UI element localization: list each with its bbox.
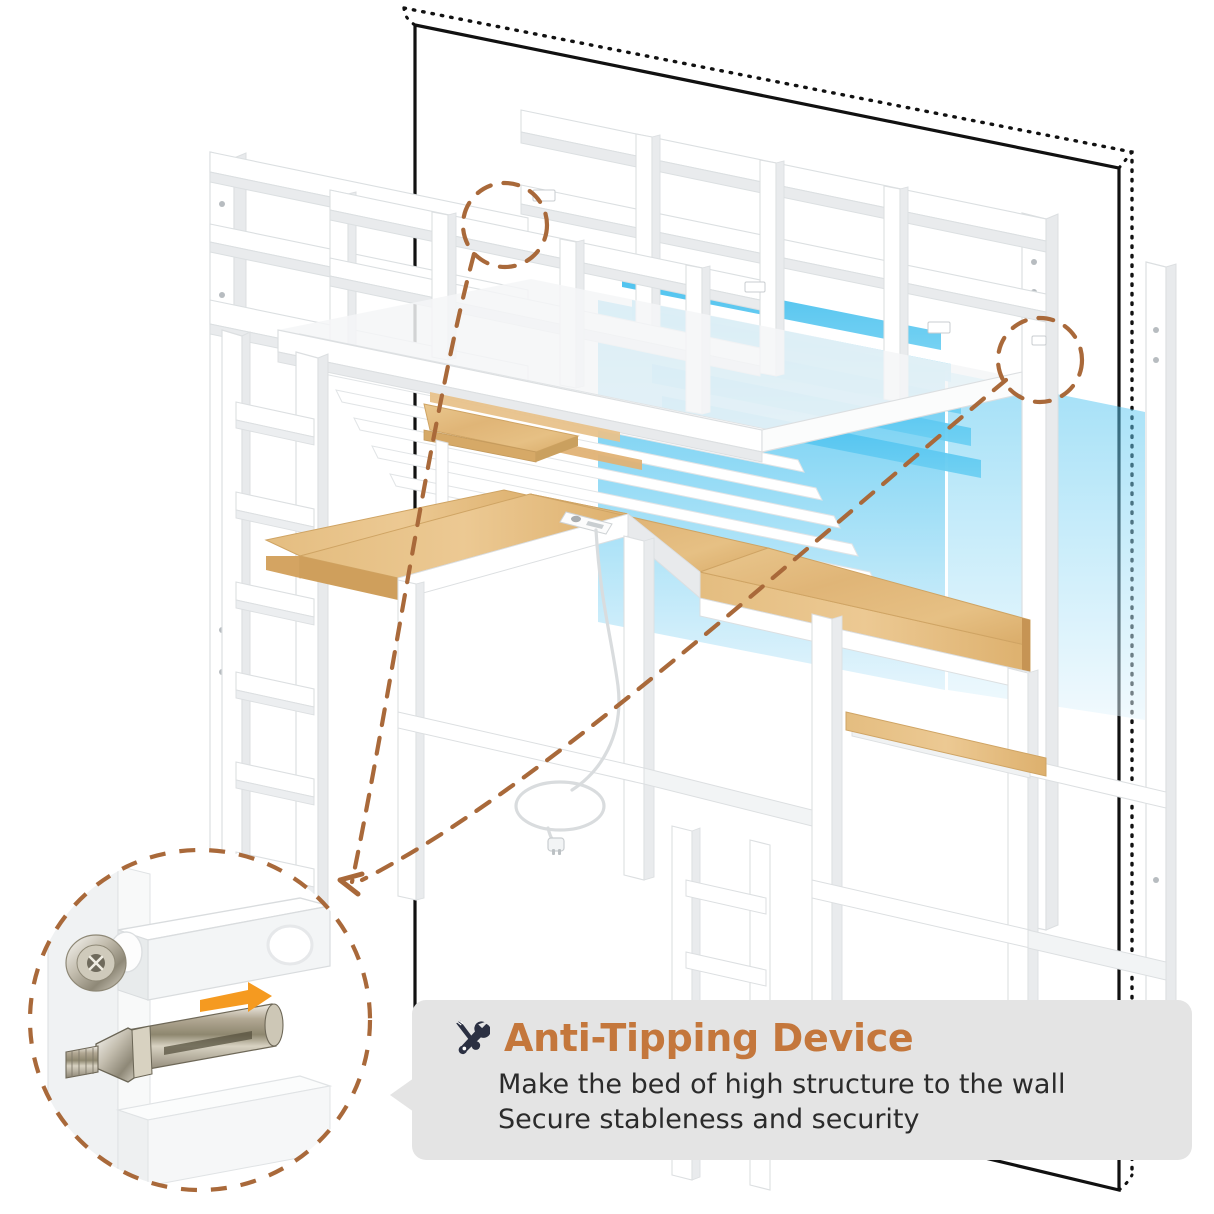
leader-line-top: [349, 251, 477, 885]
leader-arrowhead: [337, 871, 365, 897]
highlight-circle-top: [460, 180, 550, 270]
screw-head: [65, 934, 127, 992]
callout-title: Anti-Tipping Device: [504, 1016, 914, 1060]
power-outlet: [559, 511, 613, 535]
anti-tip-brackets: [532, 189, 1047, 346]
leader-line-right: [359, 377, 1009, 883]
detail-circle-border: [27, 847, 373, 1193]
loft-bed-frame: [209, 109, 1177, 1191]
callout-description: Make the bed of high structure to the wa…: [498, 1068, 1166, 1137]
install-arrow-icon: [200, 982, 272, 1012]
callout-pointer: [390, 1078, 414, 1112]
callout-line-2: Secure stableness and security: [498, 1103, 920, 1135]
highlight-annotations: [337, 180, 1085, 897]
callout-line-1: Make the bed of high structure to the wa…: [498, 1069, 1066, 1100]
l-shaped-desk: [299, 493, 1031, 691]
power-plug: [547, 837, 565, 855]
anti-tip-detail-inset: [27, 847, 373, 1193]
highlight-circle-right: [995, 315, 1085, 405]
expansion-anchor-bolt: [65, 1003, 284, 1083]
wrench-screwdriver-icon: [456, 1020, 490, 1055]
guardrail-rear-uprights: [635, 133, 901, 403]
callout-header: Anti-Tipping Device: [450, 1018, 1166, 1058]
lower-right-shelf: [845, 711, 1047, 777]
anti-tipping-callout: Anti-Tipping Device Make the bed of high…: [390, 1000, 1192, 1160]
